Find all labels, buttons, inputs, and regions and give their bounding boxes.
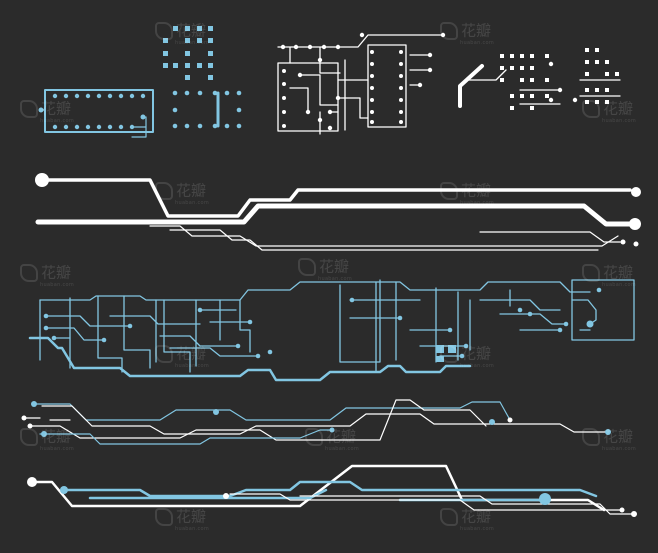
thin-trace-band (21, 399, 611, 445)
blue-chip-component (38, 89, 154, 138)
blue-circuit-band (28, 279, 635, 382)
white-grid-component (458, 48, 621, 110)
white-trace-band (35, 173, 641, 251)
blue-dot-matrix (163, 26, 242, 129)
bottom-trace-band (27, 464, 637, 517)
white-pcb-board (277, 32, 446, 135)
